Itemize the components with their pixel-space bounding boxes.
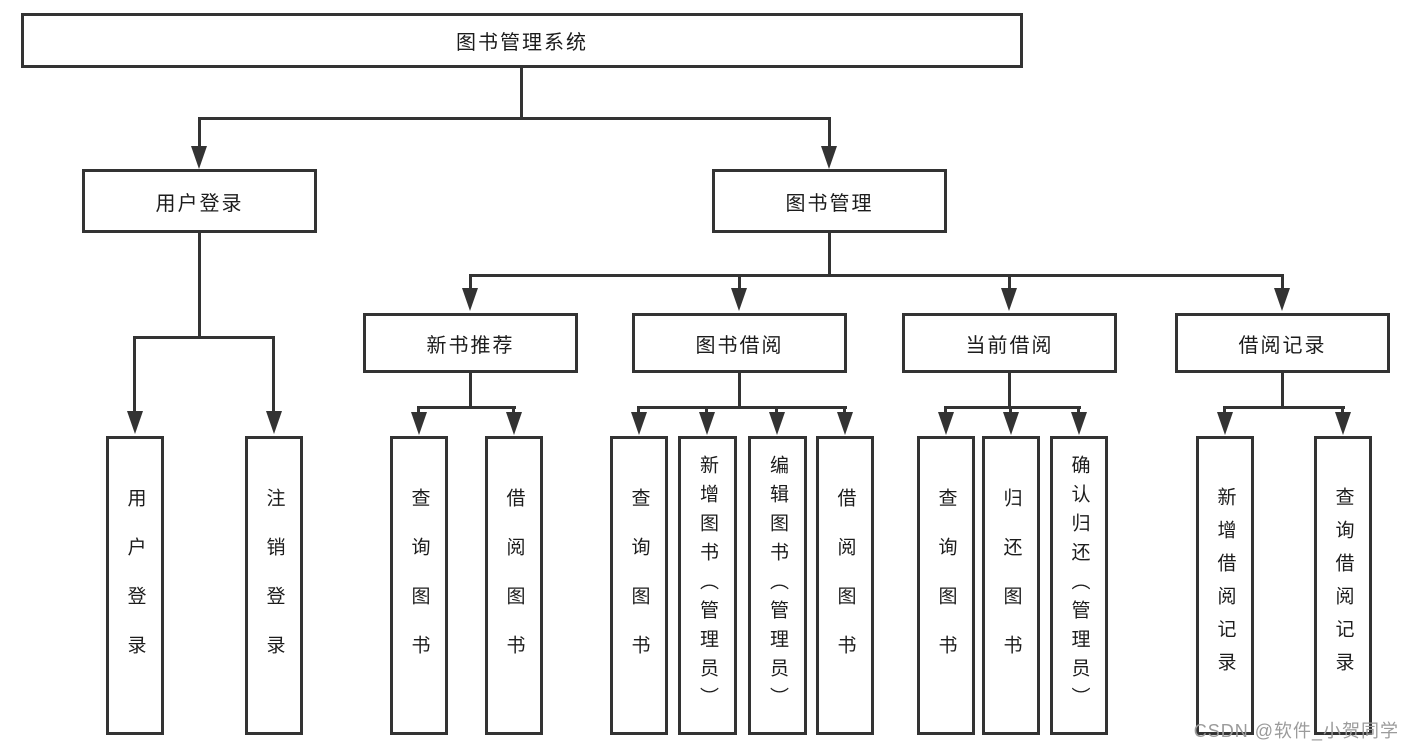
leaf-borrow-books: 借阅图书 (816, 436, 874, 735)
connector-vline-leaf (1077, 406, 1080, 414)
connector-vline-user-login (198, 233, 201, 336)
leaf-edit-books-admin: 编辑图书（管理员） (748, 436, 807, 735)
connector-hline-current-borrow (944, 406, 1081, 409)
node-book-management: 图书管理 (712, 169, 947, 233)
node-user-login: 用户登录 (82, 169, 317, 233)
node-book-borrow: 图书借阅 (632, 313, 847, 373)
connector-vline-borrow-records (1281, 373, 1284, 406)
node-current-borrow: 当前借阅 (902, 313, 1117, 373)
csdn-watermark: CSDN @软件_小贺同学 (1193, 721, 1399, 741)
connector-vline-leaf (705, 406, 708, 414)
connector-vline-current-borrow (1008, 373, 1011, 406)
node-borrow-records-label: 借阅记录 (1238, 334, 1327, 357)
arrow-down-icon (506, 412, 522, 435)
connector-vline-to-logout (272, 336, 275, 412)
connector-vline-leaf (637, 406, 640, 414)
node-new-book-recommend-label: 新书推荐 (426, 334, 515, 357)
connector-vline-leaf (775, 406, 778, 414)
node-new-book-recommend: 新书推荐 (363, 313, 578, 373)
node-borrow-records: 借阅记录 (1175, 313, 1390, 373)
connector-vline-leaf (512, 406, 515, 414)
connector-vline-leaf (1009, 406, 1012, 414)
arrow-down-icon (411, 412, 427, 435)
connector-vline-leaf (843, 406, 846, 414)
connector-vline-leaf (1341, 406, 1344, 414)
connector-vline-root (520, 68, 523, 117)
connector-hline-root (198, 117, 831, 120)
leaf-query-books-borrow: 查询图书 (610, 436, 668, 735)
leaf-query-books-current: 查询图书 (917, 436, 975, 735)
leaf-query-borrow-record: 查询借阅记录 (1314, 436, 1372, 735)
arrow-down-icon (266, 411, 282, 434)
leaf-user-login: 用户登录 (106, 436, 164, 735)
connector-vline-to-book-management (828, 117, 831, 148)
arrow-down-icon (1001, 288, 1017, 311)
arrow-down-icon (769, 412, 785, 435)
connector-vline-new-book (469, 373, 472, 406)
node-root-label: 图书管理系统 (456, 32, 588, 54)
connector-hline-book-borrow (637, 406, 847, 409)
leaf-logout: 注销登录 (245, 436, 303, 735)
connector-vline-to-borrow-records (1281, 274, 1284, 290)
leaf-confirm-return-admin: 确认归还（管理员） (1050, 436, 1108, 735)
arrow-down-icon (1003, 412, 1019, 435)
arrow-down-icon (731, 288, 747, 311)
connector-vline-leaf (417, 406, 420, 414)
arrow-down-icon (462, 288, 478, 311)
connector-vline-to-login (133, 336, 136, 412)
arrow-down-icon (699, 412, 715, 435)
arrow-down-icon (1217, 412, 1233, 435)
arrow-down-icon (821, 146, 837, 169)
connector-vline-to-user-login (198, 117, 201, 148)
leaf-add-books-admin: 新增图书（管理员） (678, 436, 737, 735)
arrow-down-icon (127, 411, 143, 434)
node-current-borrow-label: 当前借阅 (965, 334, 1054, 357)
connector-vline-to-current-borrow (1008, 274, 1011, 290)
connector-vline-to-book-borrow (738, 274, 741, 290)
connector-hline-level3 (469, 274, 1284, 277)
arrow-down-icon (1274, 288, 1290, 311)
leaf-return-books: 归还图书 (982, 436, 1040, 735)
connector-hline-borrow-records (1223, 406, 1345, 409)
leaf-add-borrow-record: 新增借阅记录 (1196, 436, 1254, 735)
leaf-borrow-books-recommend: 借阅图书 (485, 436, 543, 735)
arrow-down-icon (1071, 412, 1087, 435)
arrow-down-icon (837, 412, 853, 435)
arrow-down-icon (938, 412, 954, 435)
node-book-management-label: 图书管理 (785, 192, 874, 215)
connector-vline-book-management (828, 233, 831, 274)
arrow-down-icon (1335, 412, 1351, 435)
arrow-down-icon (191, 146, 207, 169)
leaf-query-books-recommend: 查询图书 (390, 436, 448, 735)
node-user-login-label: 用户登录 (155, 192, 244, 215)
arrow-down-icon (631, 412, 647, 435)
connector-hline-new-book (417, 406, 516, 409)
connector-vline-leaf (1223, 406, 1226, 414)
node-root: 图书管理系统 (21, 13, 1023, 68)
connector-vline-to-new-book (469, 274, 472, 290)
node-book-borrow-label: 图书借阅 (695, 334, 784, 357)
connector-vline-book-borrow (738, 373, 741, 406)
connector-hline-user-login (133, 336, 275, 339)
connector-vline-leaf (944, 406, 947, 414)
